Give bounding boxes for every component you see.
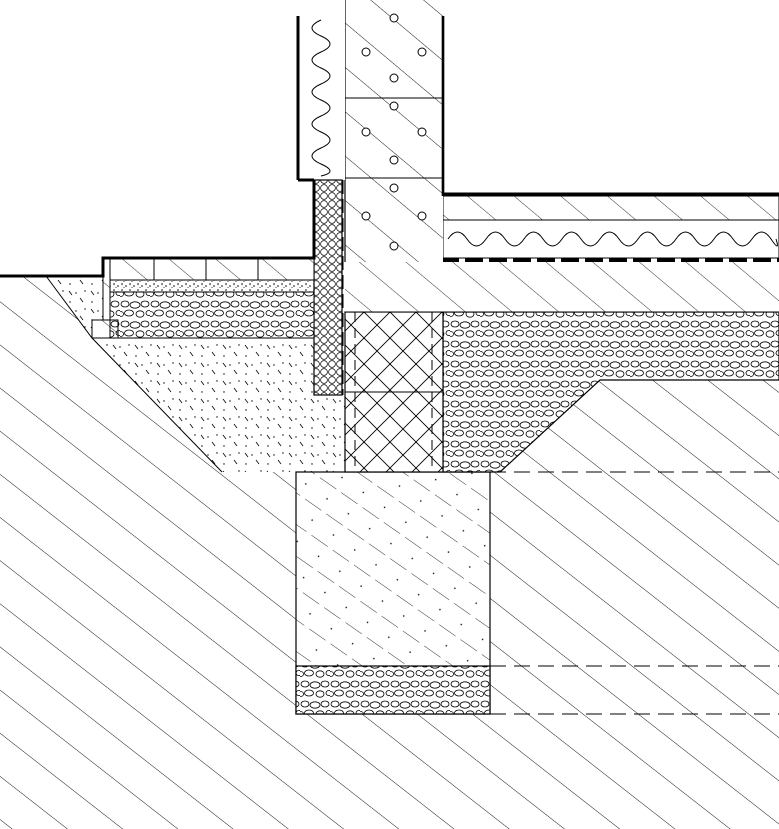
edge-curb [91,257,119,339]
wall-top-edges [296,16,445,196]
perimeter-insulation [313,179,343,396]
floor-slab [345,262,779,313]
masonry-wall [344,0,445,262]
soil-region [0,276,779,829]
floor-finish [442,192,779,221]
concrete-foundation [295,471,491,715]
masonry-voids [361,13,427,251]
gravel-layer-foundation [295,665,491,715]
ground-line [0,180,316,278]
dashed-lines [490,471,779,715]
floor-insulation [442,219,779,259]
paving-strip [109,257,315,339]
wall-insulation [296,0,345,182]
foundation-block [344,311,444,473]
